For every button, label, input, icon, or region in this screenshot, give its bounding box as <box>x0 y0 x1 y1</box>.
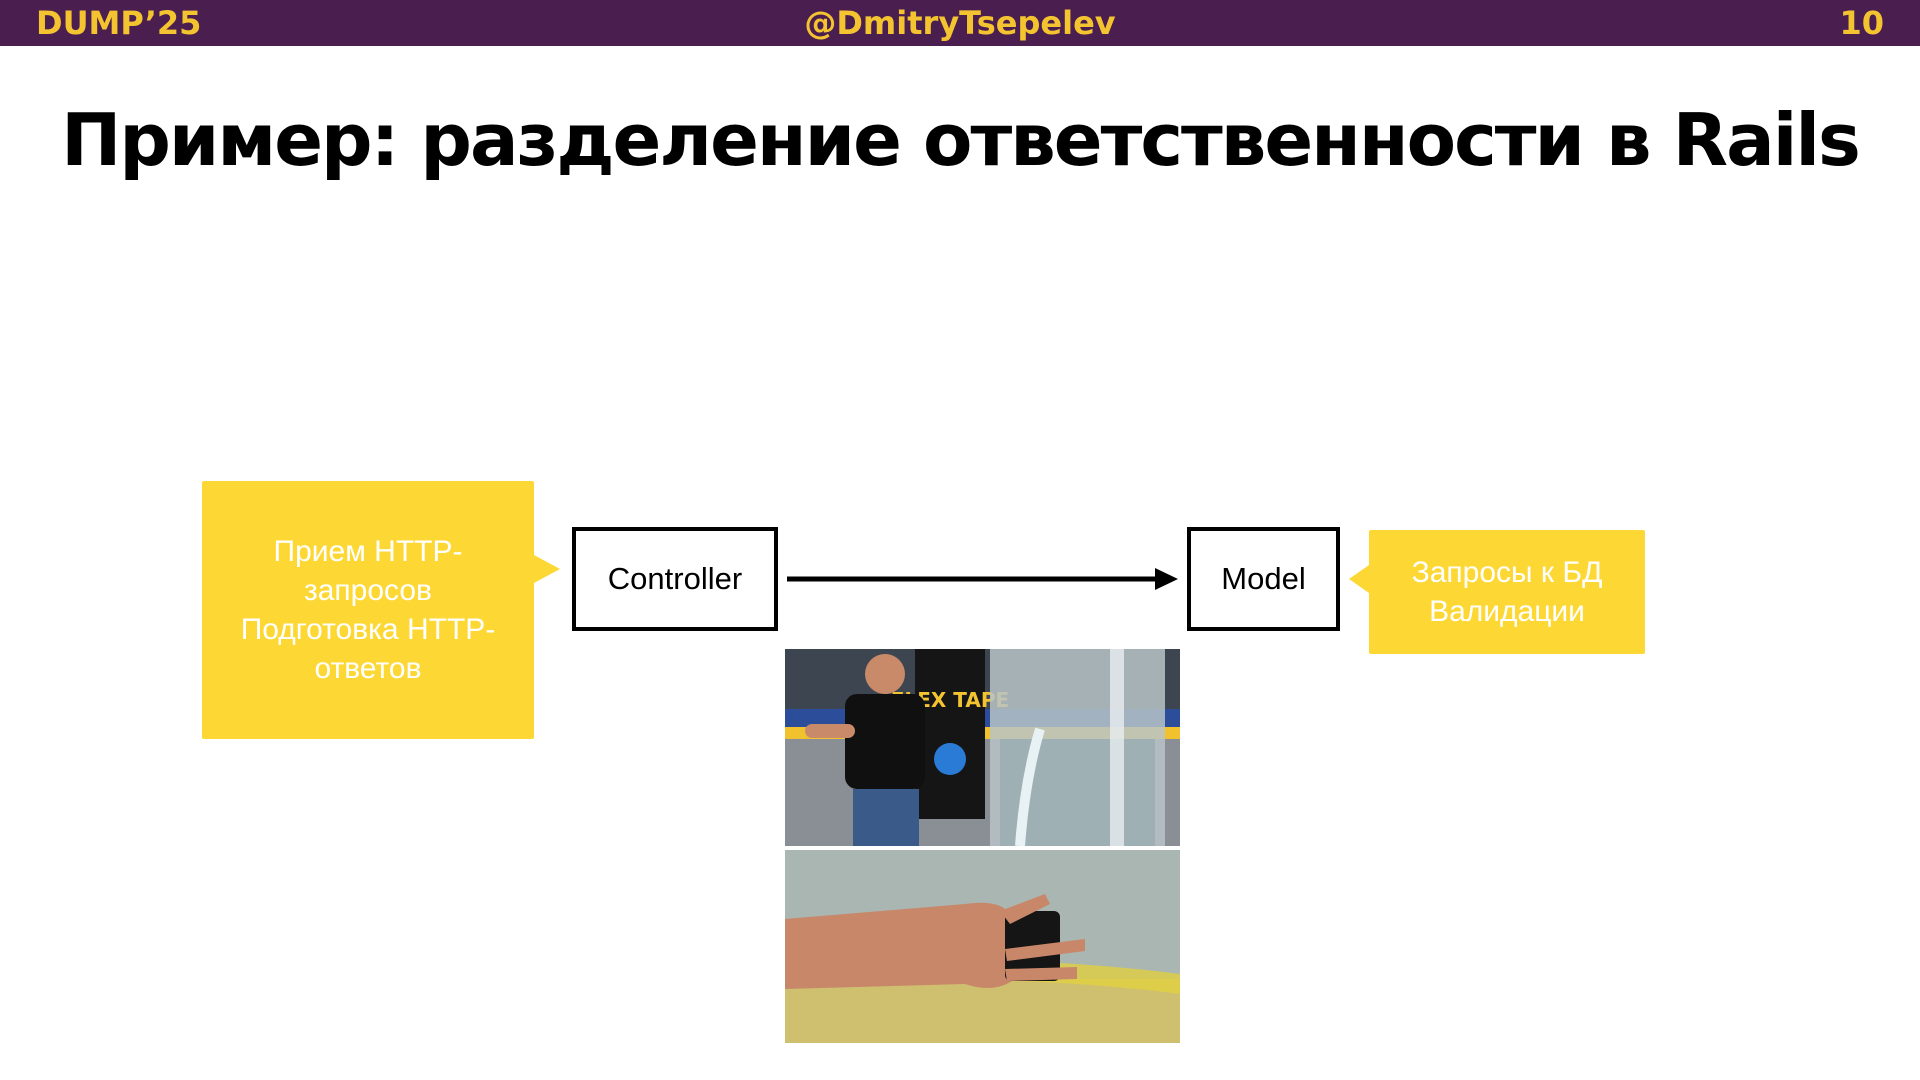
note-line: Прием HTTP- <box>273 535 463 568</box>
arrow-head <box>1155 568 1178 590</box>
flex-tape-meme-image: FLEX TAPE <box>785 649 1180 1043</box>
author-handle: @DmitryTsepelev <box>804 4 1116 42</box>
note-line: запросов <box>303 574 432 607</box>
note-line: Подготовка HTTP- <box>240 613 496 646</box>
note-line: Валидации <box>1429 595 1585 628</box>
left-callout-pointer <box>534 555 560 583</box>
model-responsibilities-note: Запросы к БД Валидации <box>1369 530 1645 654</box>
header-bar: DUMP’25 @DmitryTsepelev 10 <box>0 0 1920 46</box>
note-line: Запросы к БД <box>1411 556 1603 589</box>
controller-box: Controller <box>572 527 778 631</box>
slide-title: Пример: разделение ответственности в Rai… <box>61 98 1861 182</box>
note-line: ответов <box>314 652 422 685</box>
model-box: Model <box>1187 527 1340 631</box>
controller-responsibilities-note: Прием HTTP- запросов Подготовка HTTP- от… <box>202 481 534 739</box>
conference-name: DUMP’25 <box>36 4 202 42</box>
right-callout-pointer <box>1349 565 1369 593</box>
page-number: 10 <box>1839 4 1884 42</box>
